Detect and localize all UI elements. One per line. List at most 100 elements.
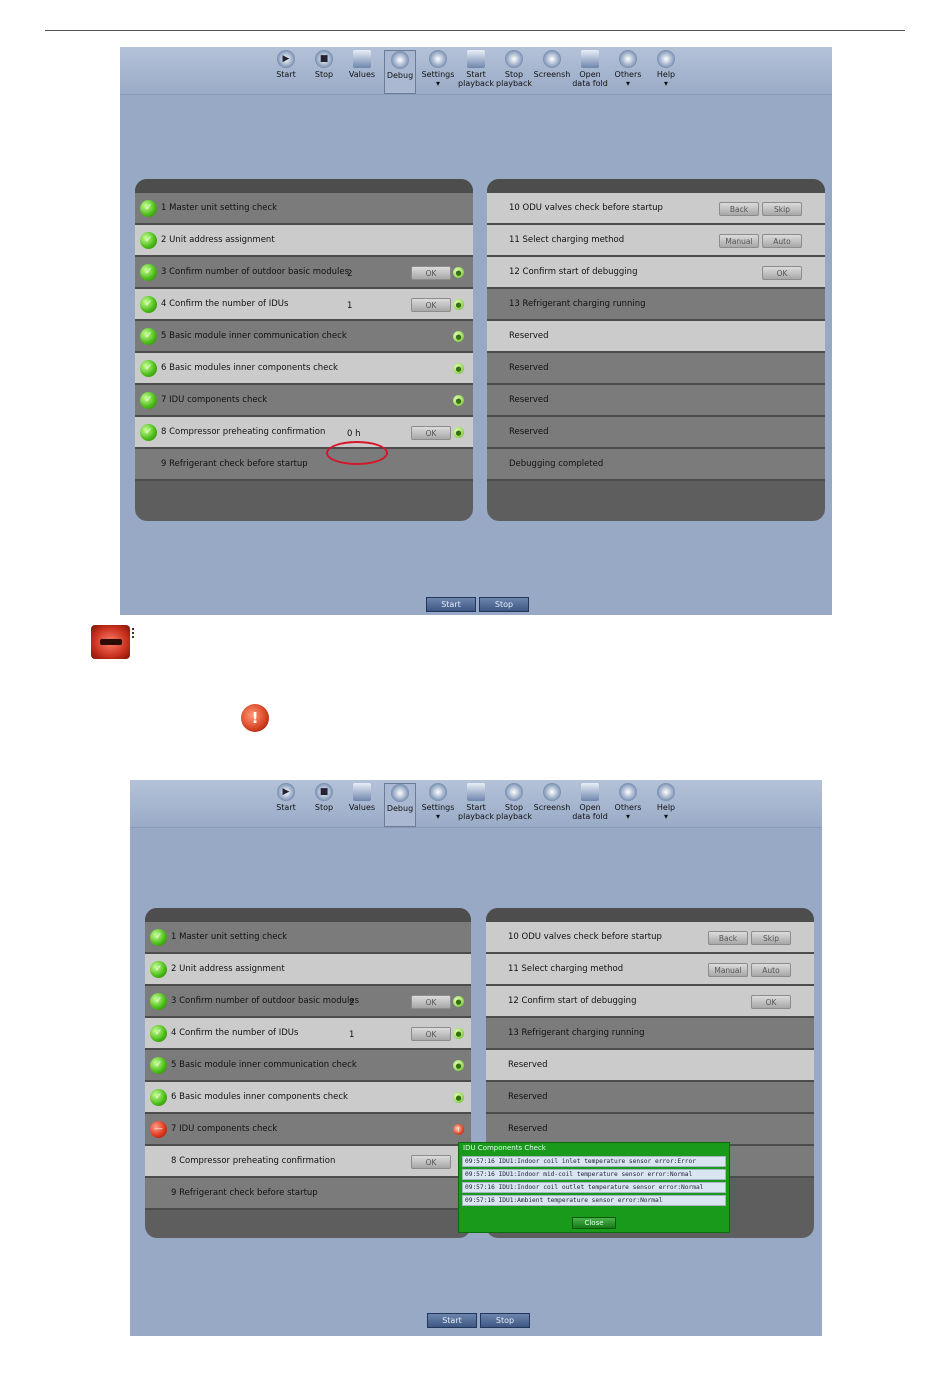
ok-button[interactable]: OK [411, 426, 451, 440]
toolbar-label: Values [348, 70, 376, 79]
close-button[interactable]: Close [572, 1217, 616, 1229]
step-label: 13 Refrigerant charging running [508, 1028, 645, 1038]
error-status-icon [91, 625, 134, 659]
ok-button[interactable]: OK [411, 266, 451, 280]
toolbar-help-button[interactable]: Help ▾ [650, 50, 682, 94]
step-label: 11 Select charging method [508, 964, 624, 974]
toolbar-others-button[interactable]: Others ▾ [612, 783, 644, 827]
check-icon: ✓ [150, 928, 167, 946]
toolbar-values-button[interactable]: Values [346, 783, 378, 827]
step-row: 9 Refrigerant check before startup [135, 449, 473, 481]
skip-button[interactable]: Skip [751, 931, 791, 945]
playback-start-icon [467, 50, 485, 68]
toolbar-stop-button[interactable]: ■Stop [308, 50, 340, 94]
warning-icon: ! [241, 704, 269, 732]
toolbar-screenshot-button[interactable]: Screensh [533, 783, 571, 827]
toolbar-help-button[interactable]: Help ▾ [650, 783, 682, 827]
toolbar-label: Open data fold [572, 70, 608, 88]
step-row: Reserved [487, 385, 825, 417]
toolbar-start-button[interactable]: ▶Start [270, 50, 302, 94]
step-label: 6 Basic modules inner components check [171, 1092, 348, 1102]
stop-button[interactable]: Stop [479, 597, 529, 612]
check-icon: ✓ [150, 1024, 167, 1042]
auto-button[interactable]: Auto [762, 234, 802, 248]
manual-button[interactable]: Manual [719, 234, 759, 248]
ok-button[interactable]: OK [411, 298, 451, 312]
check-icon: ✓ [140, 231, 157, 249]
back-button[interactable]: Back [708, 931, 748, 945]
step-value: 1 [349, 1030, 355, 1040]
step-row: ✓ 6 Basic modules inner components check ● [145, 1082, 471, 1114]
toolbar-folder-button[interactable]: Open data fold [572, 50, 608, 94]
toolbar-label: Start playback [458, 803, 494, 821]
start-button[interactable]: Start [426, 597, 476, 612]
playback-start-icon [467, 783, 485, 801]
auto-button[interactable]: Auto [751, 963, 791, 977]
step-row: —7 IDU components check! [145, 1114, 471, 1146]
toolbar-stop-button[interactable]: ■Stop [308, 783, 340, 827]
back-button[interactable]: Back [719, 202, 759, 216]
step-row: ✓1 Master unit setting check [145, 922, 471, 954]
step-row: 13 Refrigerant charging running [487, 289, 825, 321]
values-icon [353, 783, 371, 801]
toolbar-folder-button[interactable]: Open data fold [572, 783, 608, 827]
toolbar-label: Help ▾ [656, 803, 676, 821]
step-row: ✓2 Unit address assignment [135, 225, 473, 257]
step-value: 0 h [347, 429, 361, 439]
toolbar-label: Start [276, 70, 296, 79]
toolbar-playback-stop-button[interactable]: Stop playback [496, 50, 532, 94]
toolbar-start-button[interactable]: ▶Start [270, 783, 302, 827]
status-led-icon: ● [453, 1092, 464, 1103]
ok-button[interactable]: OK [411, 1155, 451, 1169]
ok-button[interactable]: OK [411, 1027, 451, 1041]
step-value: 1 [347, 301, 353, 311]
step-label: 2 Unit address assignment [171, 964, 285, 974]
ok-button[interactable]: OK [762, 266, 802, 280]
step-label: 6 Basic modules inner components check [161, 363, 338, 373]
stop-icon: ■ [315, 50, 333, 68]
check-icon: ✓ [140, 263, 157, 281]
manual-button[interactable]: Manual [708, 963, 748, 977]
status-led-icon: ● [453, 996, 464, 1007]
toolbar-playback-stop-button[interactable]: Stop playback [496, 783, 532, 827]
toolbar-debug-button[interactable]: Debug [384, 783, 416, 827]
toolbar-values-button[interactable]: Values [346, 50, 378, 94]
status-led-icon: ● [453, 1028, 464, 1039]
toolbar-label: Settings ▾ [421, 803, 455, 821]
step-label: 8 Compressor preheating confirmation [161, 427, 326, 437]
stop-button[interactable]: Stop [480, 1313, 530, 1328]
step-row: ✓5 Basic module inner communication chec… [145, 1050, 471, 1082]
step-row: Debugging completed [487, 449, 825, 481]
toolbar-playback-start-button[interactable]: Start playback [458, 50, 494, 94]
help-icon [657, 783, 675, 801]
skip-button[interactable]: Skip [762, 202, 802, 216]
status-led-icon: ● [453, 1060, 464, 1071]
others-icon [619, 50, 637, 68]
toolbar-label: Start playback [458, 70, 494, 88]
start-button[interactable]: Start [427, 1313, 477, 1328]
toolbar-playback-start-button[interactable]: Start playback [458, 783, 494, 827]
toolbar-screenshot-button[interactable]: Screensh [534, 50, 570, 94]
check-icon: ✓ [150, 1088, 167, 1106]
help-icon [657, 50, 675, 68]
toolbar-debug-button[interactable]: Debug [384, 50, 416, 94]
left-steps-panel: ✓1 Master unit setting check✓2 Unit addr… [145, 908, 471, 1238]
toolbar-settings-button[interactable]: Settings ▾ [422, 783, 454, 827]
toolbar-label: Screensh [533, 803, 571, 812]
check-icon: ✓ [140, 199, 157, 217]
step-row: ✓3 Confirm number of outdoor basic modul… [135, 257, 473, 289]
debug-icon [391, 784, 409, 802]
toolbar-label: Others ▾ [614, 803, 642, 821]
toolbar-others-button[interactable]: Others ▾ [612, 50, 644, 94]
toolbar-settings-button[interactable]: Settings ▾ [422, 50, 454, 94]
ok-button[interactable]: OK [411, 995, 451, 1009]
toolbar-label: Help ▾ [656, 70, 676, 88]
toolbar-label: Values [348, 803, 376, 812]
ok-button[interactable]: OK [751, 995, 791, 1009]
